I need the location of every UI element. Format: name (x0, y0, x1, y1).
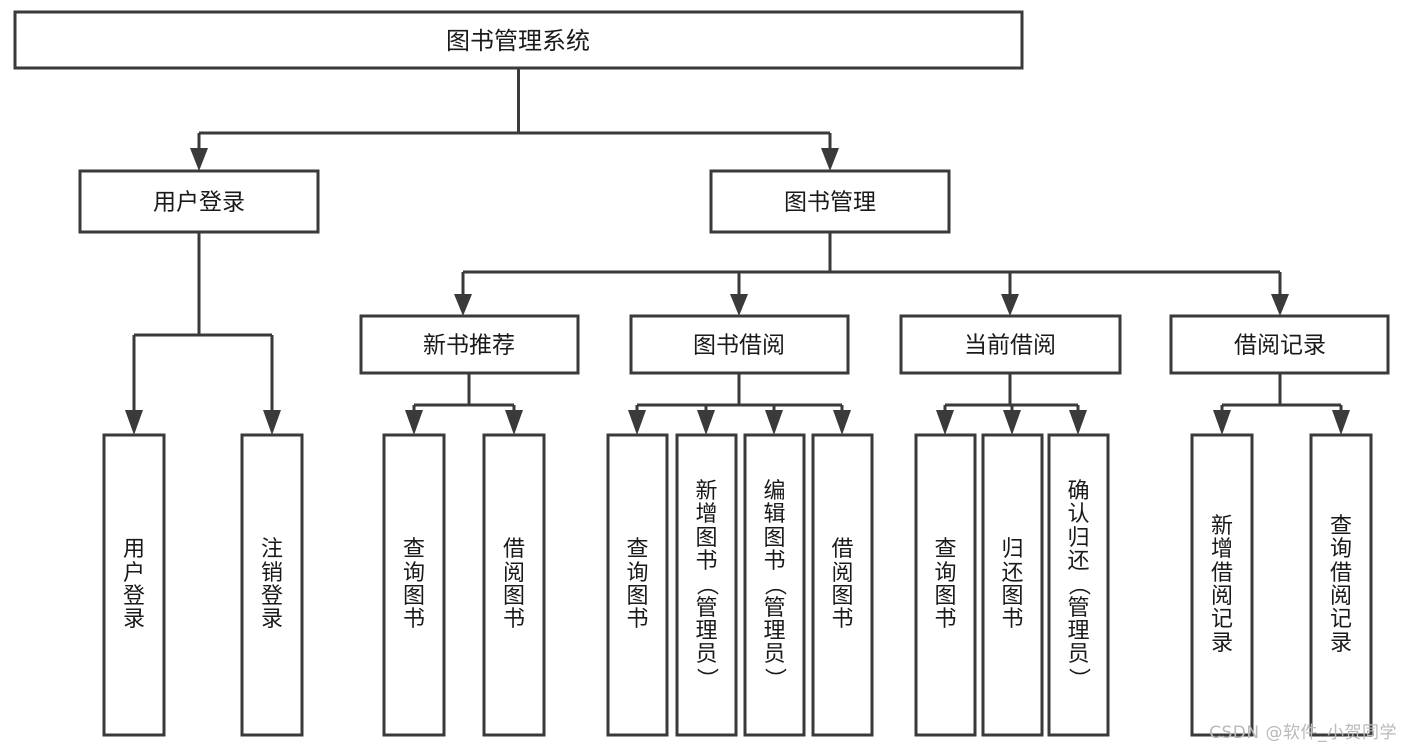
arrow-bb-leaf1 (628, 410, 646, 435)
node-root-label: 图书管理系统 (446, 27, 590, 55)
arrow-cb-leaf3 (1069, 410, 1087, 435)
node-new-book-recommend-box[interactable] (359, 314, 580, 375)
leaf-bb-borrow-book-box[interactable] (811, 433, 874, 737)
arrow-bb-leaf4 (833, 410, 851, 435)
node-current-borrow-box[interactable] (899, 314, 1122, 375)
node-borrow-record-box[interactable] (1169, 314, 1390, 375)
leaf-nb-query-book-box[interactable] (382, 433, 446, 737)
node-borrow-record-label: 借阅记录 (1234, 333, 1326, 359)
node-current-borrow-label: 当前借阅 (964, 333, 1056, 359)
leaf-cb-return-book-box[interactable] (981, 433, 1044, 737)
csdn-watermark: CSDN @软件_小贺同学 (1209, 723, 1397, 743)
node-book-management-box[interactable] (709, 169, 951, 234)
arrow-nb-leaf1 (405, 410, 423, 435)
arrow-br-leaf2 (1332, 410, 1350, 435)
node-new-book-recommend-label: 新书推荐 (423, 333, 515, 359)
node-user-login-label: 用户登录 (153, 190, 245, 216)
arrow-bb-leaf2 (697, 410, 715, 435)
arrow-to-book-borrow (730, 294, 748, 316)
leaf-nb-borrow-book-box[interactable] (482, 433, 546, 737)
arrow-cb-leaf2 (1003, 410, 1021, 435)
arrow-nb-leaf2 (505, 410, 523, 435)
arrow-to-borrow-record (1271, 294, 1289, 316)
connector-layer (125, 68, 1350, 435)
leaf-bb-edit-book-box[interactable] (743, 433, 806, 737)
arrow-to-current-borrow (1001, 294, 1019, 316)
leaf-logout-box[interactable] (240, 433, 304, 737)
arrow-to-logout-leaf (263, 410, 281, 435)
leaf-br-add-record-box[interactable] (1190, 433, 1254, 737)
arrow-to-new-book (454, 294, 472, 316)
leaf-bb-query-book-box[interactable] (606, 433, 669, 737)
node-book-borrow-box[interactable] (629, 314, 850, 375)
node-book-borrow-label: 图书借阅 (693, 333, 785, 359)
node-layer: 图书管理系统 用户登录 图书管理 新书推荐 图书借阅 当前借阅 借阅记录 (13, 10, 1390, 737)
arrow-to-user-login (190, 148, 208, 171)
leaf-user-login-box[interactable] (102, 433, 166, 737)
leaf-br-query-record-box[interactable] (1309, 433, 1373, 737)
node-root-box[interactable] (13, 10, 1024, 70)
arrow-cb-leaf1 (936, 410, 954, 435)
arrow-br-leaf1 (1213, 410, 1231, 435)
node-user-login-box[interactable] (78, 169, 320, 234)
leaf-cb-query-book-box[interactable] (914, 433, 977, 737)
arrow-to-user-login-leaf (125, 410, 143, 435)
arrow-to-book-management (821, 148, 839, 171)
leaf-bb-add-book-box[interactable] (675, 433, 738, 737)
arrow-bb-leaf3 (765, 410, 783, 435)
node-book-management-label: 图书管理 (784, 190, 876, 216)
leaf-cb-confirm-return-box[interactable] (1047, 433, 1110, 737)
